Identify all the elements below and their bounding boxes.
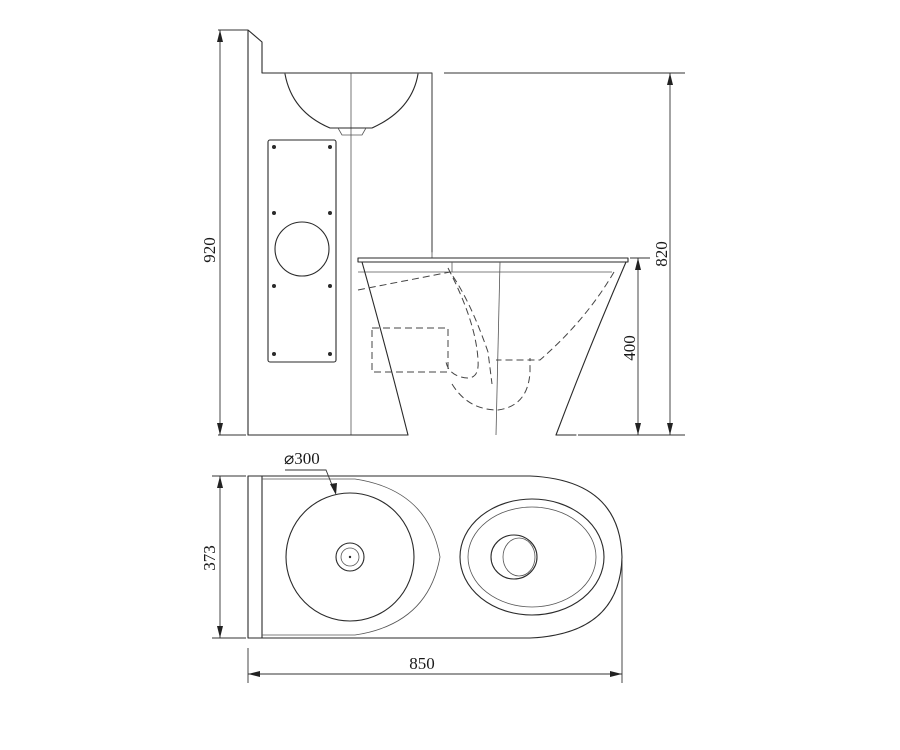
hidden-trap-outlet: [451, 358, 531, 411]
access-panel: [267, 139, 337, 363]
panel-screw: [328, 284, 332, 288]
side-elevation-view: 920 820 400: [200, 29, 685, 436]
plan-outline: [247, 475, 623, 639]
dimension-overall-height: 920: [200, 29, 248, 436]
toilet-bowl-outer: [459, 498, 605, 616]
panel-screw: [328, 352, 332, 356]
toilet-outlet: [490, 534, 538, 580]
panel-screw: [272, 284, 276, 288]
dimension-tank-height: 820: [444, 72, 685, 436]
toilet-rim: [357, 257, 629, 263]
panel-screw: [328, 211, 332, 215]
basin-drain-center: [348, 555, 352, 559]
basin-drain-inner: [340, 547, 360, 567]
hidden-flush-pipe: [357, 271, 493, 385]
dimension-depth-label: 373: [200, 545, 219, 571]
dimension-tank-height-label: 820: [652, 241, 671, 267]
basin-bowl: [284, 73, 419, 129]
dimension-length-label: 850: [409, 654, 435, 673]
hidden-trap: [445, 267, 479, 379]
dimension-bowl-height: 400: [620, 257, 650, 435]
panel-screw: [272, 352, 276, 356]
hidden-bowl-profile: [496, 271, 615, 361]
toilet-outlet-inner: [502, 537, 536, 577]
dimension-length: 850: [247, 560, 623, 683]
toilet-bowl-inner: [467, 506, 597, 608]
back-panel-outline: [247, 29, 433, 436]
basin-drain: [337, 127, 367, 136]
dimension-overall-height-label: 920: [200, 237, 219, 263]
dimension-basin-diameter: ⌀300: [284, 449, 337, 495]
access-panel-opening: [274, 221, 330, 277]
dimension-depth: 373: [200, 475, 246, 639]
dimension-bowl-height-label: 400: [620, 335, 639, 361]
dimension-basin-diameter-label: ⌀300: [284, 449, 320, 468]
bowl-body: [361, 261, 627, 436]
basin-circle: [285, 492, 415, 622]
hidden-outlet-box: [371, 327, 449, 373]
panel-screw: [272, 211, 276, 215]
plan-basin-surround: [262, 478, 441, 636]
basin-drain-outer: [335, 542, 365, 572]
panel-screw: [272, 145, 276, 149]
bowl-center-line: [495, 261, 501, 436]
panel-screw: [328, 145, 332, 149]
plan-view: ⌀300 373 850: [200, 449, 623, 683]
